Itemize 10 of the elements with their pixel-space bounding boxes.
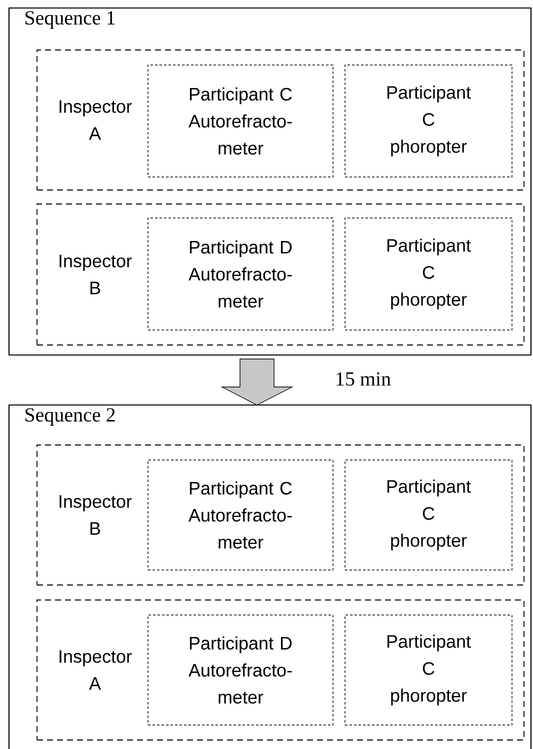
edge-label: 15 min [336, 372, 391, 386]
test-box: Participant C Autorefracto- meter [148, 64, 334, 178]
test-box: Participant C Autorefracto- meter [148, 460, 334, 570]
test-box: Participant D Autorefracto- meter [148, 218, 334, 330]
test-box: Participant D Autorefracto- meter [148, 614, 334, 726]
test-box: Participant C phoropter [344, 460, 512, 570]
block-arrow [220, 358, 294, 406]
test-box: Participant C phoropter [344, 614, 512, 726]
test-box: Participant C phoropter [344, 218, 512, 330]
test-box: Participant C phoropter [344, 64, 512, 178]
